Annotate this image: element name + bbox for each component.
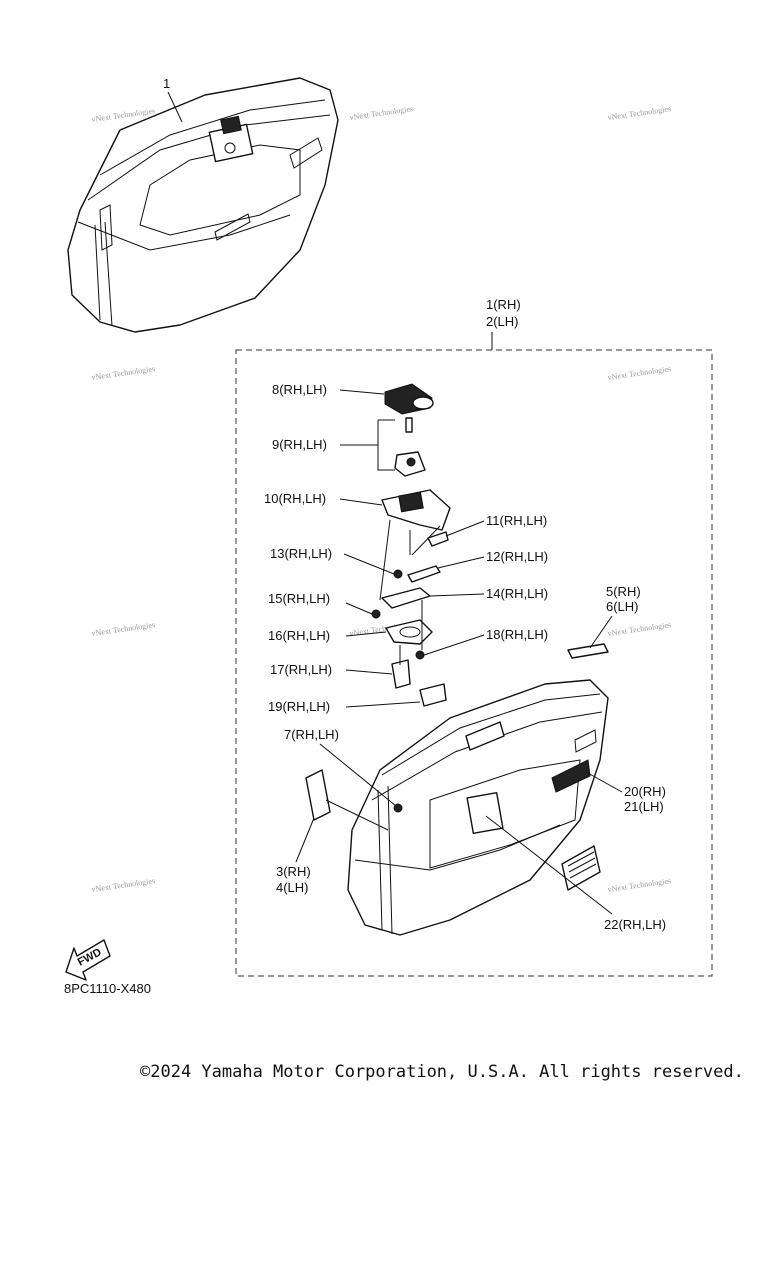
watermark: vNext Technologies	[607, 876, 672, 894]
callout-8: 8(RH,LH)	[272, 382, 327, 397]
copyright-notice: ©2024 Yamaha Motor Corporation, U.S.A. A…	[140, 1062, 744, 1082]
watermark: vNext Technologies	[91, 876, 156, 894]
watermark: vNext Technologies	[607, 620, 672, 638]
watermark: vNext Technologies	[349, 104, 414, 122]
callout-19: 19(RH,LH)	[268, 699, 330, 714]
callout-7: 7(RH,LH)	[284, 727, 339, 742]
lock-parts	[371, 383, 451, 707]
callout-22: 22(RH,LH)	[604, 917, 666, 932]
callout-21: 21(LH)	[624, 799, 664, 814]
diagram-code: 8PC1110-X480	[64, 981, 151, 996]
callout-6: 6(LH)	[606, 599, 639, 614]
callout-16: 16(RH,LH)	[268, 628, 330, 643]
callout-17: 17(RH,LH)	[270, 662, 332, 677]
callout-11: 11(RH,LH)	[486, 513, 547, 528]
callout-14: 14(RH,LH)	[486, 586, 548, 601]
callout-20: 20(RH)	[624, 784, 666, 799]
watermark: vNext Technologies	[91, 364, 156, 382]
saddlebag-lower	[347, 679, 609, 936]
group-label-rh: 1(RH)	[486, 297, 521, 312]
callout-10: 10(RH,LH)	[264, 491, 326, 506]
emblem	[567, 643, 609, 659]
callout-3: 3(RH)	[276, 864, 311, 879]
part-label-1: 1	[163, 76, 170, 91]
callouts: 8(RH,LH) 9(RH,LH) 10(RH,LH) 11(RH,LH) 12…	[264, 382, 666, 932]
assembly-box	[235, 349, 713, 977]
fwd-arrow-icon: FWD	[65, 939, 111, 981]
reflector	[305, 769, 331, 821]
watermark: vNext Technologies	[607, 104, 672, 122]
callout-4: 4(LH)	[276, 880, 309, 895]
watermark: vNext Technologies	[91, 620, 156, 638]
group-label-lh: 2(LH)	[486, 314, 519, 329]
callout-15: 15(RH,LH)	[268, 591, 330, 606]
warning-label	[561, 845, 601, 891]
callout-5: 5(RH)	[606, 584, 641, 599]
callout-18: 18(RH,LH)	[486, 627, 548, 642]
callout-9: 9(RH,LH)	[272, 437, 327, 452]
watermark: vNext Technologies	[607, 364, 672, 382]
saddlebag-assembly-top	[67, 77, 339, 333]
callout-12: 12(RH,LH)	[486, 549, 548, 564]
callout-13: 13(RH,LH)	[270, 546, 332, 561]
